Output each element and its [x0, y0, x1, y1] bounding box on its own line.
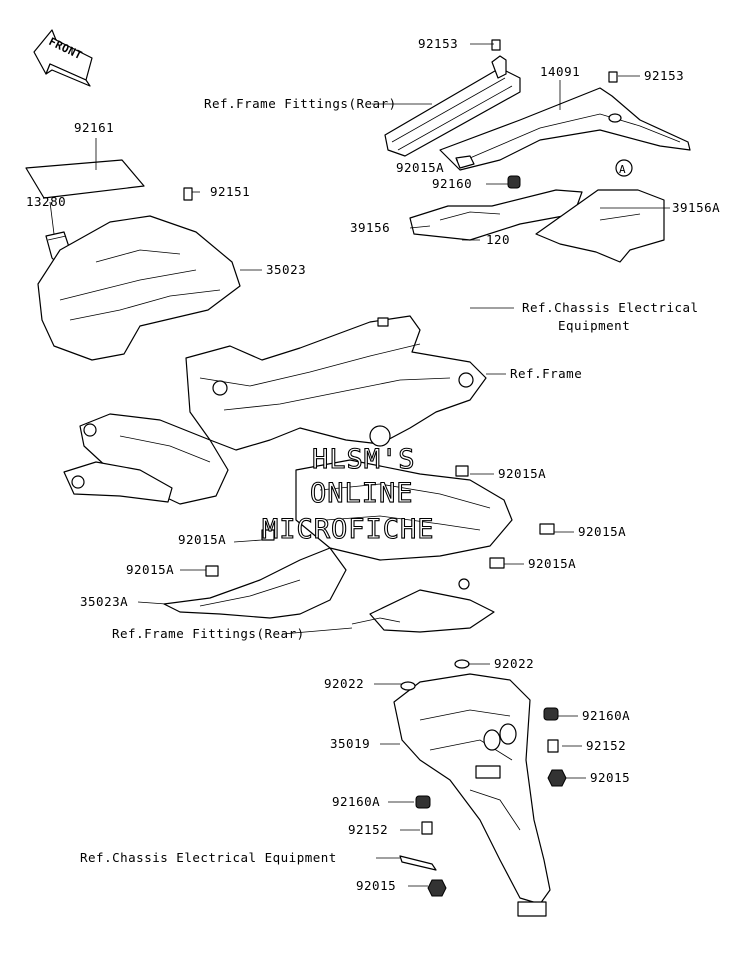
hardware-top: A: [455, 39, 633, 189]
undertray-35023A: [163, 529, 347, 619]
tray-35023: [37, 187, 241, 361]
label-35019: 35019: [330, 736, 370, 751]
label-92015a-right: 92015A: [578, 524, 626, 539]
watermark-line-2: ONLINE: [310, 478, 414, 509]
callout-labels: 92153 14091 92153 Ref.Frame Fittings(Rea…: [26, 36, 720, 893]
label-ref-chassis-electrical-equipment: Ref.Chassis Electrical Equipment: [80, 850, 337, 865]
label-92152-right: 92152: [586, 738, 626, 753]
frame-fittings-rear-rail: [384, 55, 521, 157]
rear-fender-35019: [393, 673, 551, 917]
lower-frame-section: [295, 459, 555, 569]
label-92153: 92153: [418, 36, 458, 51]
label-equipment: Equipment: [558, 318, 630, 333]
svg-text:A: A: [619, 163, 626, 176]
label-13280: 13280: [26, 194, 66, 209]
label-92022-left: 92022: [324, 676, 364, 691]
fender-hardware: [399, 659, 567, 897]
label-ref-frame: Ref.Frame: [510, 366, 582, 381]
label-35023a: 35023A: [80, 594, 128, 609]
label-ref-frame-fittings-rear-bottom: Ref.Frame Fittings(Rear): [112, 626, 305, 641]
label-92015a-mid: 92015A: [498, 466, 546, 481]
mat-39156: [409, 189, 583, 241]
front-arrow-icon: FRONT: [33, 29, 93, 87]
label-92015-bottom: 92015: [356, 878, 396, 893]
label-92160: 92160: [432, 176, 472, 191]
label-39156: 39156: [350, 220, 390, 235]
watermark-line-3: MICROFICHE: [262, 514, 435, 545]
rear-cover-14091: [439, 87, 691, 171]
label-92022-right: 92022: [494, 656, 534, 671]
label-92015a-low: 92015A: [528, 556, 576, 571]
label-ref-chassis-electrical: Ref.Chassis Electrical: [522, 300, 699, 315]
label-92160a-right: 92160A: [582, 708, 630, 723]
label-92152-left: 92152: [348, 822, 388, 837]
label-92015a-left: 92015A: [178, 532, 226, 547]
ref-circle-a: [615, 159, 633, 177]
label-92161: [25, 159, 145, 199]
frame-fittings-rear-bracket: [351, 578, 495, 633]
label-92161: 92161: [74, 120, 114, 135]
label-92153-right: 92153: [644, 68, 684, 83]
label-35023: 35023: [266, 262, 306, 277]
leader-lines: [49, 43, 670, 887]
label-92160a-left: 92160A: [332, 794, 380, 809]
label-ref-frame-fittings-rear: Ref.Frame Fittings(Rear): [204, 96, 397, 111]
label-14091: 14091: [540, 64, 580, 79]
watermark: HLSM'S ONLINE MICROFICHE: [261, 443, 435, 545]
label-92015a-upper: 92015A: [396, 160, 444, 175]
label-39156a: 39156A: [672, 200, 720, 215]
label-92015a-left2: 92015A: [126, 562, 174, 577]
rear-subframe: [63, 315, 487, 505]
label-120: 120: [486, 232, 510, 247]
watermark-line-1: HLSM'S: [312, 444, 416, 475]
label-92015-right: 92015: [590, 770, 630, 785]
label-92151: 92151: [210, 184, 250, 199]
